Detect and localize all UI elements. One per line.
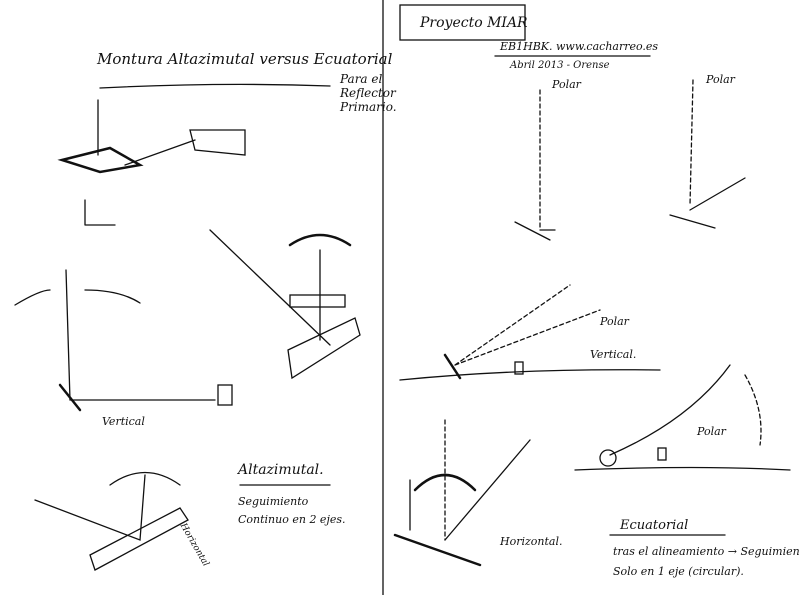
- ecuatorial-note-1: tras el alineamiento → Seguimiento: [613, 545, 800, 558]
- receiver-3: [514, 361, 524, 375]
- horizon-line: [399, 369, 661, 381]
- ray-path: [34, 474, 146, 541]
- arc: [109, 472, 181, 486]
- label-horizontal-mid: Horizontal.: [500, 535, 563, 548]
- primary-block: [289, 294, 346, 308]
- mirror-1: [514, 221, 556, 241]
- title-underline: [99, 83, 331, 89]
- label-polar-3: Polar: [600, 315, 629, 328]
- mirror-segment: [124, 129, 246, 166]
- ground-line: [574, 466, 791, 471]
- ecuatorial-note-2: Solo en 1 eje (circular).: [613, 565, 744, 578]
- label-polar-1: Polar: [552, 78, 581, 91]
- mirror-2: [669, 177, 746, 229]
- sun-arc: [744, 374, 762, 446]
- axes-arrows: [84, 199, 116, 226]
- date: Abril 2013 - Orense: [510, 60, 610, 71]
- altazimutal-heading: Altazimutal.: [238, 462, 324, 478]
- primary-mirror: [287, 317, 361, 380]
- label-polar-4: Polar: [697, 425, 726, 438]
- reflector: [599, 449, 617, 467]
- sun-path: [609, 364, 731, 456]
- ecuatorial-heading: Ecuatorial: [620, 518, 689, 533]
- rays: [454, 284, 601, 366]
- mirror-3: [443, 353, 462, 380]
- altazimutal-note-1: Seguimiento: [238, 495, 309, 508]
- mirror: [58, 383, 82, 412]
- receiver-box: [217, 384, 233, 406]
- vertical-line: [65, 269, 71, 401]
- sky-arc: [14, 289, 141, 306]
- incoming-ray: [209, 229, 331, 346]
- mount-base: [57, 146, 144, 174]
- label-polar-2: Polar: [706, 73, 735, 86]
- secondary-mirror: [288, 233, 352, 247]
- author: EB1HBK. www.cacharreo.es: [500, 40, 659, 53]
- project-name: Proyecto MIAR: [420, 15, 528, 31]
- page-subtitle: Para el Reflector Primario.: [340, 72, 397, 114]
- bottom-mirror: [89, 507, 189, 571]
- altazimutal-note-2: Continuo en 2 ejes.: [238, 513, 346, 526]
- polar-axis-2: [689, 79, 694, 206]
- project-frame: [399, 4, 526, 41]
- rays-5: [409, 439, 531, 541]
- label-vertical-left: Vertical: [102, 415, 145, 428]
- receiver-4: [657, 447, 667, 461]
- arc-5: [413, 473, 477, 492]
- mirror-5: [393, 533, 482, 567]
- page-title: Montura Altazimutal versus Ecuatorial: [97, 50, 393, 68]
- label-vertical-mid: Vertical.: [590, 348, 637, 361]
